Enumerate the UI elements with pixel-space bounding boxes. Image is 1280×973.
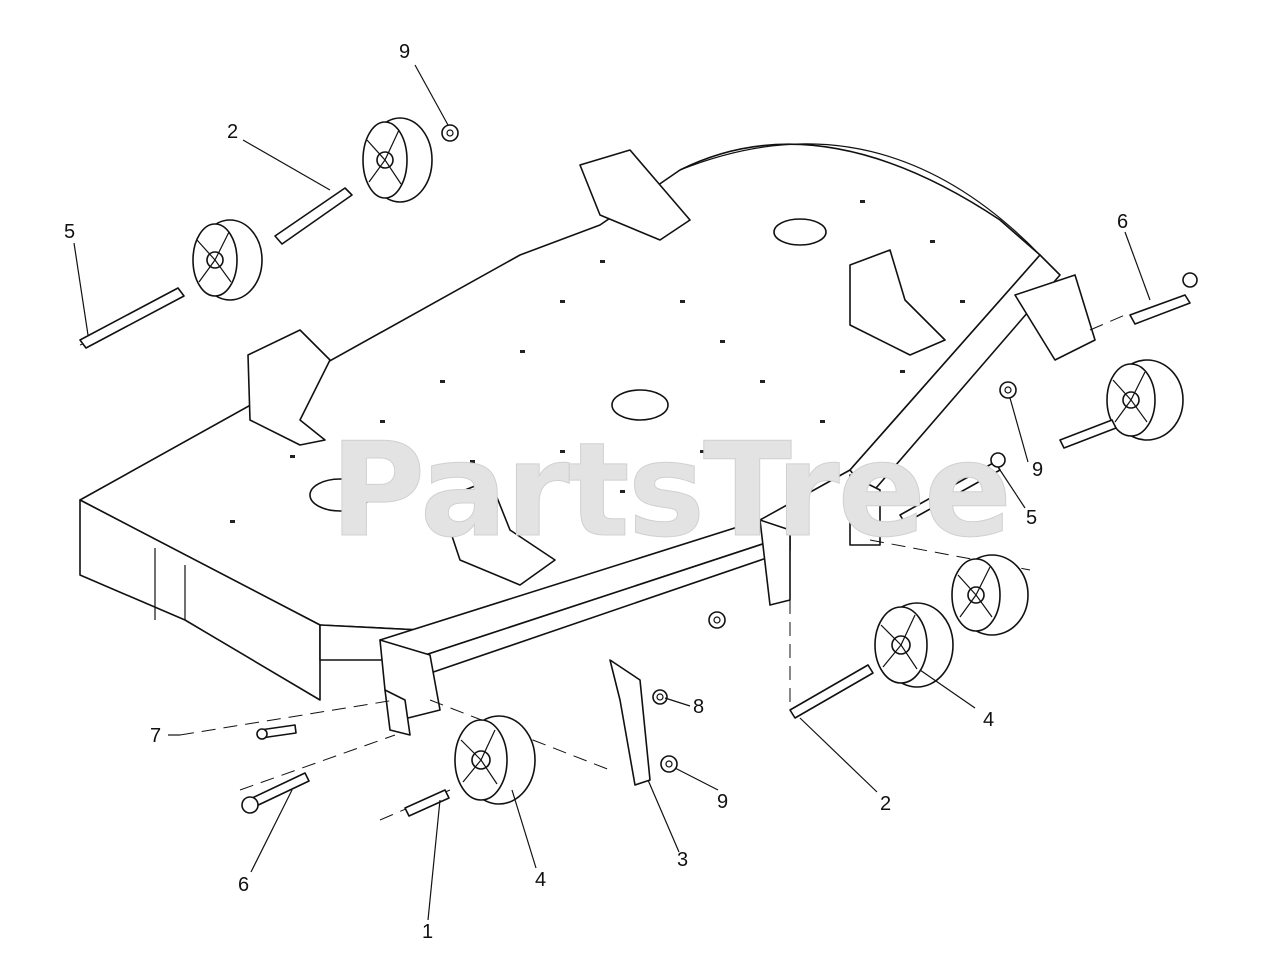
wheel-top-front <box>192 219 263 301</box>
callout-3: 3 <box>677 849 688 871</box>
spindle-mount-brackets <box>247 149 946 586</box>
callout-8: 8 <box>693 696 704 718</box>
nuts-washers <box>441 124 1017 773</box>
axles-and-bolts <box>79 187 1198 817</box>
callout-9-right: 9 <box>1032 459 1043 481</box>
callout-2-top: 2 <box>227 121 238 143</box>
watermark-text: PartsTree <box>330 414 1010 566</box>
callout-5-right: 5 <box>1026 507 1037 529</box>
wheel-right-lower <box>951 554 1029 636</box>
callout-9-top: 9 <box>399 41 410 63</box>
callout-leaders <box>73 64 1151 921</box>
wheel-support-channels <box>379 254 1096 786</box>
callout-4-right: 4 <box>983 709 994 731</box>
wheel-top-rear <box>362 117 433 203</box>
deck-wheels <box>192 117 1184 805</box>
callout-9-bottom: 9 <box>717 791 728 813</box>
callout-labels: 9 2 5 6 9 5 8 7 4 9 2 6 4 3 1 <box>64 41 1128 943</box>
callout-1: 1 <box>422 921 433 943</box>
callout-6-left: 6 <box>238 874 249 896</box>
wheel-center-right <box>874 602 954 688</box>
callout-6-right: 6 <box>1117 211 1128 233</box>
wheel-right-upper <box>1106 359 1184 441</box>
callout-4-bottom: 4 <box>535 869 546 891</box>
wheel-front-left <box>454 715 536 805</box>
callout-5-left: 5 <box>64 221 75 243</box>
callout-2-bottom: 2 <box>880 793 891 815</box>
callout-7: 7 <box>150 725 161 747</box>
mower-deck <box>79 143 1041 701</box>
